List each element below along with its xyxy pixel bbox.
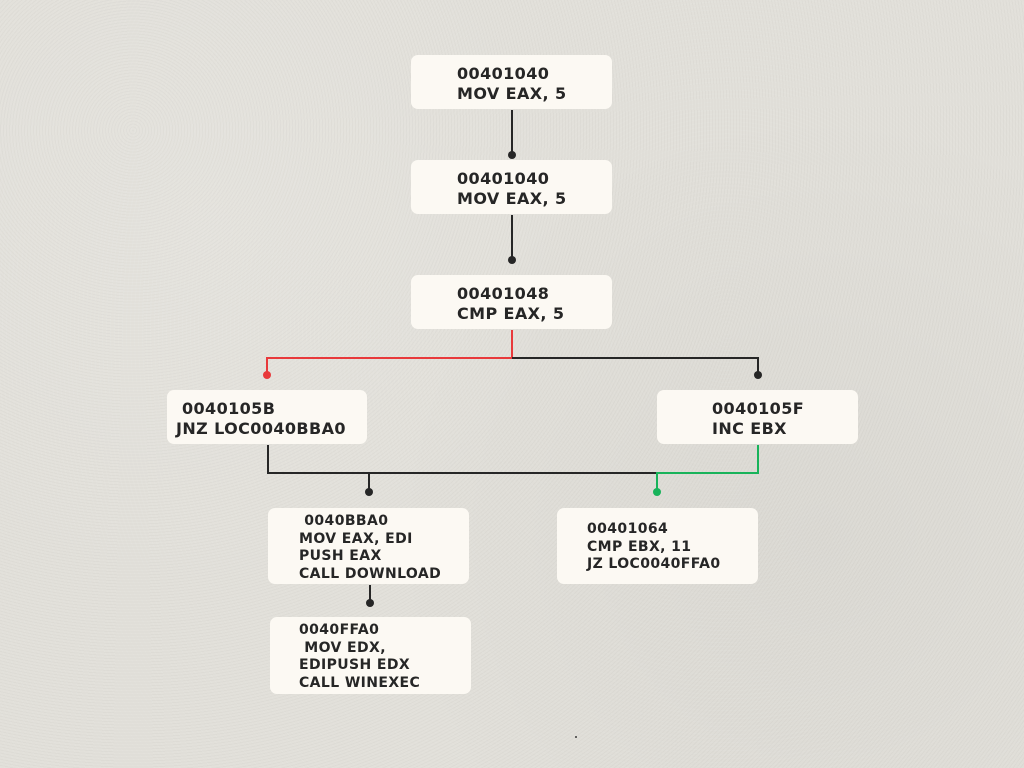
edge-n5-n7-green (656, 445, 759, 492)
block-address: 00401040 (457, 169, 550, 188)
block-address: 0040FFA0 (299, 622, 380, 638)
block-instruction: INC EBX (712, 419, 787, 438)
block-instruction: MOV EAX, 5 (457, 189, 567, 208)
block-instruction: CMP EBX, 11 (587, 538, 692, 555)
block-address: 0040105B (176, 399, 276, 418)
block-instruction: CMP EAX, 5 (457, 304, 565, 323)
edge-dot-n7-green (653, 488, 661, 496)
block-instruction: EDIPUSH EDX (299, 657, 411, 673)
edge-dot-n2 (508, 151, 516, 159)
edge-dot-n6 (365, 488, 373, 496)
block-instruction: JNZ LOC0040BBA0 (176, 419, 346, 438)
edge-dot-n4-red (263, 371, 271, 379)
code-block-00401064: 00401064 CMP EBX, 11 JZ LOC0040FFA0 (557, 508, 758, 584)
block-address: 00401064 (587, 521, 669, 537)
block-instruction: JZ LOC0040FFA0 (587, 556, 721, 572)
code-block-00401040-a: 00401040 MOV EAX, 5 (411, 55, 612, 109)
code-block-00401048: 00401048 CMP EAX, 5 (411, 275, 612, 329)
block-instruction: PUSH EAX (299, 548, 382, 564)
code-block-0040105b: 0040105B JNZ LOC0040BBA0 (167, 390, 367, 444)
code-block-0040ffa0: 0040FFA0 MOV EDX, EDIPUSH EDX CALL WINEX… (270, 617, 471, 694)
edge-dot-n5 (754, 371, 762, 379)
code-block-0040105f: 0040105F INC EBX (657, 390, 858, 444)
edge-n3-n5 (512, 357, 759, 375)
block-instruction: CALL DOWNLOAD (299, 565, 442, 582)
code-block-00401040-b: 00401040 MOV EAX, 5 (411, 160, 612, 214)
edge-n4-merge (267, 445, 658, 474)
edge-n3-n4-red (266, 330, 513, 375)
block-address: 0040105F (712, 399, 805, 418)
block-instruction: CALL WINEXEC (299, 674, 421, 691)
background-speck (575, 736, 577, 738)
block-address: 0040BBA0 (299, 513, 389, 529)
edge-dot-n8 (366, 599, 374, 607)
block-address: 00401040 (457, 64, 550, 83)
block-instruction: MOV EAX, EDI (299, 530, 413, 547)
edge-dot-n3 (508, 256, 516, 264)
block-instruction: MOV EDX, (299, 639, 386, 656)
block-address: 00401048 (457, 284, 550, 303)
code-block-0040bba0: 0040BBA0 MOV EAX, EDI PUSH EAX CALL DOWN… (268, 508, 469, 584)
block-instruction: MOV EAX, 5 (457, 84, 567, 103)
